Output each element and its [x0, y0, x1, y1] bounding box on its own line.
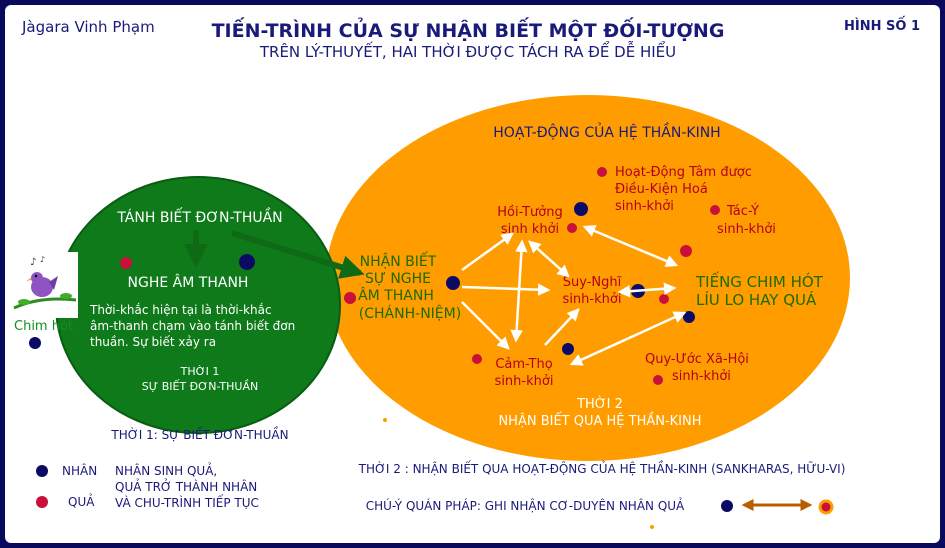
svg-text:♪: ♪ [30, 257, 36, 268]
time2-caption: THỜI 2 : NHẬN BIẾT QUA HOẠT-ĐỘNG CỦA HỆ … [358, 460, 846, 476]
time2-label: THỜI 2 [576, 396, 623, 412]
legend-desc-line-2: QUẢ TRỞ THÀNH NHÂN [115, 478, 257, 494]
bird-song-line-1: TIẾNG CHIM HÓT [695, 270, 824, 291]
effect-dot [344, 292, 356, 304]
convention-sub: sinh-khởi [672, 369, 731, 384]
time1-caption: THỜI 1: SỰ BIẾT ĐƠN-THUẦN [110, 426, 288, 442]
diagram-canvas: Jàgara Vinh Phạm TIẾN-TRÌNH CỦA SỰ NHẬN … [12, 16, 920, 529]
legend-desc-line-3: VÀ CHU-TRÌNH TIẾP TỤC [115, 494, 259, 510]
small-dot [383, 418, 387, 422]
effect-dot [710, 205, 720, 215]
feeling-sub: sinh-khởi [495, 374, 554, 389]
nervous-system-title: HOẠT-ĐỘNG CỦA HỆ THẦN-KINH [493, 122, 720, 141]
hearing-sound-label: NGHE ÂM THANH [128, 273, 249, 291]
legend-cause-label: NHÂN [62, 463, 97, 478]
cause-dot [574, 202, 588, 216]
recollection-label: Hồi-Tưởng [497, 205, 562, 220]
desc-line-2: âm-thanh chạm vào tánh biết đơn [90, 319, 295, 333]
singing-bird-picture: ♪ ♪ [12, 252, 78, 318]
nervous-system-ellipse [326, 95, 850, 461]
legend-effect-dot [36, 496, 48, 508]
effect-dot [653, 375, 663, 385]
bird-song-line-2: LÍU LO HAY QUÁ [696, 290, 817, 309]
diagram-frame: Jàgara Vinh Phạm TIẾN-TRÌNH CỦA SỰ NHẬN … [5, 5, 940, 543]
effect-dot [680, 245, 692, 257]
desc-line-1: Thời-khắc hiện tại là thời-khắc [89, 303, 272, 317]
cause-dot [721, 500, 733, 512]
legend-desc-line-1: NHÂN SINH QUẢ, [115, 462, 217, 478]
diagram-title: TIẾN-TRÌNH CỦA SỰ NHẬN BIẾT MỘT ĐỐI-TƯỢN… [212, 16, 725, 42]
time1-sub-label: SỰ BIẾT ĐƠN-THUẦN [142, 379, 258, 393]
conditioned-mind-line-2: Điều-Kiện Hoá [615, 182, 708, 197]
conditioned-mind-line-1: Hoạt-Động Tâm được [615, 165, 752, 180]
convention-label: Quy-Ước Xã-Hội [645, 352, 749, 367]
pure-awareness-label: TÁNH BIẾT ĐƠN-THUẦN [116, 207, 282, 226]
author-name: Jàgara Vinh Phạm [21, 18, 155, 36]
effect-dot [818, 499, 834, 515]
svg-text:♪: ♪ [40, 255, 45, 264]
time1-label: THỜI 1 [180, 365, 220, 378]
thinking-label: Suy-Nghĩ [563, 275, 622, 290]
feeling-label: Cảm-Thọ [495, 357, 552, 372]
diagram-subtitle: TRÊN LÝ-THUYẾT, HAI THỜI ĐƯỢC TÁCH RA ĐỂ… [259, 40, 676, 61]
cause-dot [29, 337, 41, 349]
effect-dot [567, 223, 577, 233]
to-mindfulness-arrow [231, 230, 365, 279]
desc-line-3: thuần. Sự biết xảy ra [90, 335, 216, 349]
cause-dot [446, 276, 460, 290]
arrow-network [461, 225, 687, 366]
effect-dot [120, 257, 132, 269]
time2-sub-label: NHẬN BIẾT QUA HỆ THẦN-KINH [498, 412, 701, 429]
recollection-sub: sinh khởi [501, 222, 559, 237]
cause-dot [239, 254, 255, 270]
mindful-line-4: (CHÁNH-NIỆM) [359, 304, 461, 322]
thinking-sub: sinh-khởi [563, 292, 622, 307]
effect-dot [659, 294, 669, 304]
effect-dot [472, 354, 482, 364]
bird-label: Chim hót [14, 319, 73, 334]
effect-dot [597, 167, 607, 177]
legend-cause-dot [36, 465, 48, 477]
mindful-line-1: NHẬN BIẾT [360, 251, 437, 270]
legend-effect-label: QUẢ [68, 493, 95, 509]
small-dot [650, 525, 654, 529]
figure-number: HÌNH SỐ 1 [844, 16, 920, 34]
mindful-line-3: ÂM THANH [358, 286, 434, 304]
cause-dot [683, 311, 695, 323]
mindful-line-2: SỰ NGHE [365, 271, 431, 287]
conditioned-mind-line-3: sinh-khởi [615, 199, 674, 214]
dharma-note: CHÚ-Ý QUÁN PHÁP: GHI NHẬN CƠ-DUYÊN NHÂN … [366, 497, 685, 513]
volition-sub: sinh-khởi [717, 222, 776, 237]
volition-label: Tác-Ý [726, 203, 759, 219]
cause-dot [562, 343, 574, 355]
